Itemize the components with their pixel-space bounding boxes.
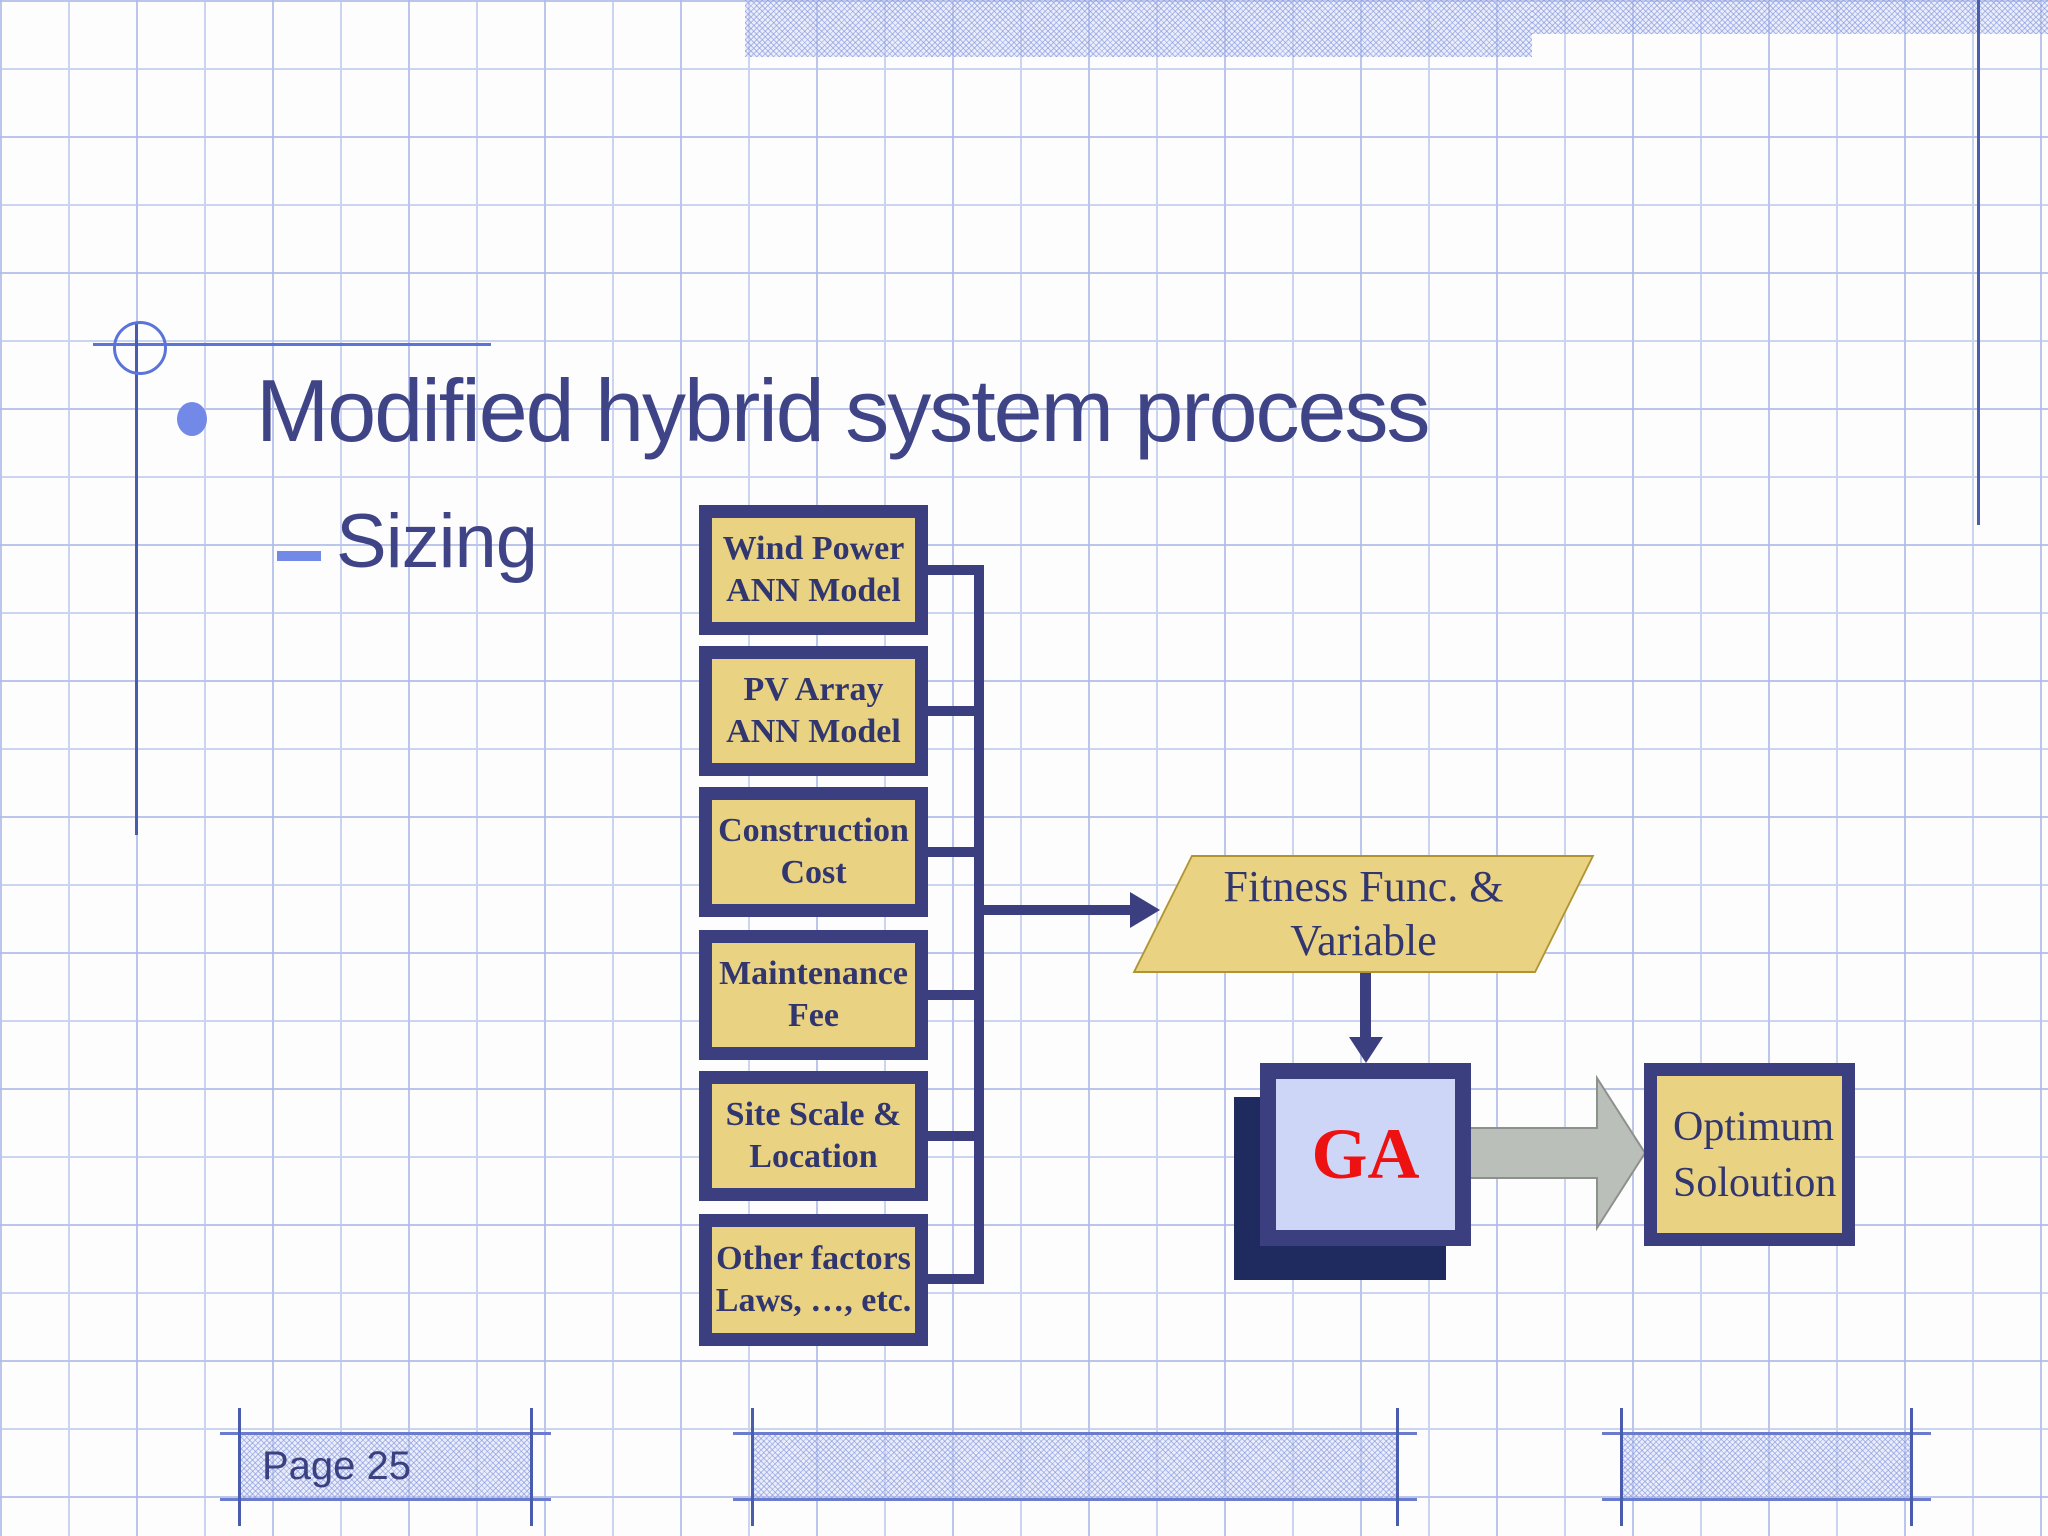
subtitle-sizing: Sizing — [336, 499, 538, 584]
header-rule-line — [93, 343, 491, 346]
page-title: Modified hybrid system process — [256, 361, 1430, 460]
node-label: Laws, …, etc. — [715, 1282, 912, 1319]
node-wind-power: Wind Power ANN Model — [699, 505, 928, 635]
title-bullet-icon — [177, 402, 207, 436]
gray-block-arrow-icon — [1466, 1074, 1647, 1232]
arrow-fitness-to-ga-head-icon — [1349, 1037, 1383, 1063]
page-number-label: Page 25 — [262, 1444, 412, 1488]
connector-stub-pv — [928, 706, 984, 716]
footer-bar-topline — [1602, 1432, 1931, 1435]
footer-bar-right — [1602, 1408, 1931, 1526]
node-label: ANN Model — [726, 713, 901, 750]
footer-bar-topline — [220, 1432, 551, 1435]
footer-bar-left-tick — [238, 1408, 241, 1526]
node-label: Maintenance — [719, 955, 908, 992]
header-stem-line — [135, 322, 138, 835]
node-label: Fee — [788, 997, 839, 1034]
subtitle-dash-icon — [277, 551, 321, 561]
node-label: Location — [749, 1138, 878, 1175]
arrow-to-fitness-head-icon — [1130, 892, 1160, 928]
fitness-label: Fitness Func. & Variable — [1164, 857, 1563, 971]
top-hatch-band — [745, 0, 1532, 57]
node-ga: GA — [1260, 1063, 1471, 1246]
top-hatch-band-right — [1532, 0, 2048, 34]
footer-bar-bottomline — [733, 1498, 1417, 1501]
node-label: Cost — [780, 854, 847, 891]
header-circle-decoration — [113, 321, 167, 375]
ga-label: GA — [1311, 1114, 1420, 1194]
node-label: Site Scale & — [725, 1096, 902, 1133]
footer-bar-bottomline — [1602, 1498, 1931, 1501]
footer-bar-bottomline — [220, 1498, 551, 1501]
node-label: Construction — [718, 812, 909, 849]
node-pv-array: PV Array ANN Model — [699, 646, 928, 776]
node-construction-cost: Construction Cost — [699, 787, 928, 917]
node-optimum-solution: Optimum Soloution — [1644, 1063, 1855, 1246]
connector-bus-line — [974, 565, 984, 1284]
node-site-scale: Site Scale & Location — [699, 1071, 928, 1201]
node-other-factors: Other factors Laws, …, etc. — [699, 1214, 928, 1346]
footer-bar-right-tick — [530, 1408, 533, 1526]
fitness-label-line1: Fitness Func. & — [1223, 862, 1504, 911]
node-maintenance-fee: Maintenance Fee — [699, 930, 928, 1060]
connector-stub-other — [928, 1274, 984, 1284]
footer-bar-page: Page 25 — [220, 1408, 551, 1526]
node-fitness-function: Fitness Func. & Variable — [1132, 855, 1595, 973]
connector-stub-construction — [928, 847, 984, 857]
footer-bar-right-tick — [1910, 1408, 1913, 1526]
footer-bar-left-tick — [751, 1408, 754, 1526]
node-label: Wind Power — [722, 530, 905, 567]
arrow-fitness-to-ga — [1360, 973, 1371, 1039]
optimum-label-line1: Optimum — [1673, 1103, 1835, 1150]
arrow-to-fitness — [984, 905, 1130, 915]
footer-bar-topline — [733, 1432, 1417, 1435]
node-label: Other factors — [716, 1240, 911, 1277]
footer-bar-left-tick — [1620, 1408, 1623, 1526]
fitness-label-line2: Variable — [1290, 916, 1437, 965]
optimum-label-line2: Soloution — [1673, 1159, 1837, 1206]
footer-bar-center — [733, 1408, 1417, 1526]
connector-stub-maintenance — [928, 990, 984, 1000]
footer-bar-right-tick — [1396, 1408, 1399, 1526]
connector-stub-wind — [928, 565, 984, 575]
right-edge-line — [1977, 0, 1980, 525]
node-label: PV Array — [743, 671, 884, 708]
node-label: ANN Model — [726, 572, 901, 609]
connector-stub-site — [928, 1131, 984, 1141]
